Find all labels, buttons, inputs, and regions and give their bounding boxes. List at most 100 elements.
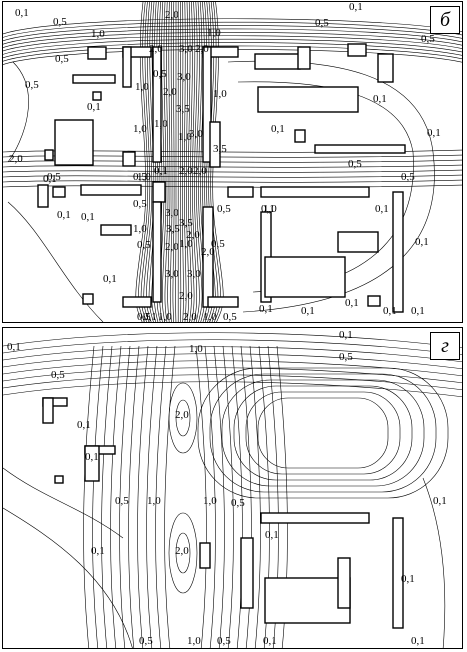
contour-line — [128, 345, 140, 648]
contour-value-label: 2,0 — [165, 9, 179, 21]
contour-value-label: 0,5 — [115, 495, 129, 507]
contour-value-label: 1,0 — [187, 635, 201, 647]
building-outline — [44, 149, 54, 161]
contour-loop — [175, 532, 191, 574]
contour-value-label: 3,0 — [189, 128, 203, 140]
contour-line — [101, 345, 113, 648]
contour-value-label: 1,0 — [137, 171, 151, 183]
contour-loop — [168, 512, 198, 594]
building-outline — [199, 542, 211, 569]
contour-value-label: 2,0 — [175, 409, 189, 421]
contour-line — [137, 345, 149, 648]
contour-value-label: 0,5 — [153, 68, 167, 80]
contour-value-label: 0,1 — [427, 127, 441, 139]
contour-line — [7, 61, 29, 163]
contour-value-label: 0,5 — [133, 171, 147, 183]
contour-line — [164, 2, 169, 322]
contour-value-label: 1,0 — [154, 118, 168, 130]
contour-loop — [221, 379, 425, 487]
contour-line — [3, 45, 462, 62]
building-outline — [80, 184, 142, 196]
contour-value-label: 0,1 — [265, 529, 279, 541]
contour-value-label: 0,1 — [373, 93, 387, 105]
contour-value-label: 0,5 — [139, 635, 153, 647]
contour-value-label: 0,1 — [43, 173, 57, 185]
contour-line — [3, 18, 462, 35]
contour-loop — [168, 382, 198, 454]
contour-line — [155, 345, 167, 648]
building-outline — [314, 144, 406, 154]
contour-line — [195, 345, 207, 648]
contour-value-label: 2,0 — [179, 165, 193, 177]
contour-value-label: 0,5 — [25, 79, 39, 91]
contour-value-label: 1,0 — [133, 223, 147, 235]
building-outline — [92, 91, 102, 101]
contour-value-label: 2,0 — [195, 43, 209, 55]
contour-line — [146, 345, 158, 648]
building-outline — [294, 129, 306, 143]
contour-value-label: 3,5 — [166, 223, 180, 235]
building-outline — [37, 184, 49, 208]
contour-line — [181, 2, 184, 322]
building-outline — [54, 475, 64, 484]
contour-line — [3, 38, 462, 55]
panel-letter-g: г — [430, 332, 460, 360]
contour-value-label: 0,1 — [433, 495, 447, 507]
contour-line — [196, 2, 203, 322]
building-outline — [392, 191, 404, 313]
contour-value-label: 0,1 — [415, 236, 429, 248]
contour-line — [213, 345, 225, 648]
building-outline — [297, 46, 311, 70]
contour-value-label: 0,1 — [301, 305, 315, 317]
contour-line — [179, 2, 182, 322]
contour-line — [164, 345, 176, 648]
building-outline — [202, 46, 212, 163]
contour-value-label: 0,1 — [85, 451, 99, 463]
contour-value-label: 0,1 — [81, 211, 95, 223]
contour-value-label: 0,1 — [261, 203, 275, 215]
contour-line — [3, 346, 462, 363]
contour-value-label: 1,0 — [158, 311, 172, 323]
building-outline — [152, 201, 162, 303]
contour-value-label: 0,1 — [339, 329, 353, 341]
contour-value-label: 0,1 — [375, 203, 389, 215]
building-outline — [152, 46, 162, 163]
contour-value-label: 0,1 — [383, 305, 397, 317]
building-outline — [260, 186, 370, 198]
contour-value-label: 0,1 — [345, 297, 359, 309]
contour-line — [3, 42, 462, 59]
building-outline — [152, 181, 166, 203]
contour-line — [227, 60, 435, 313]
contour-value-label: 2,0 — [201, 246, 215, 258]
contour-value-label: 3,0 — [165, 207, 179, 219]
contour-loop — [197, 367, 449, 499]
contour-line — [119, 345, 131, 648]
building-outline — [54, 119, 94, 166]
contour-line — [3, 32, 462, 48]
contour-value-label: 2,0 — [179, 290, 193, 302]
contour-value-label: 1,0 — [189, 343, 203, 355]
contour-line — [240, 345, 252, 648]
contour-line — [3, 353, 462, 370]
contour-value-label: 0,5 — [401, 171, 415, 183]
contour-value-label: 1,0 — [179, 238, 193, 250]
building-outline — [122, 151, 136, 167]
contour-value-label: 1,0 — [263, 203, 277, 215]
contour-value-label: 3,5 — [176, 103, 190, 115]
contour-value-label: 1,0 — [203, 495, 217, 507]
contour-value-label: 1,0 — [213, 88, 227, 100]
contour-line — [183, 2, 187, 322]
building-outline — [260, 512, 370, 524]
contour-value-label: 0,5 — [315, 17, 329, 29]
contour-line — [3, 332, 462, 349]
contour-loop — [233, 385, 413, 481]
contour-value-label: 0,1 — [259, 303, 273, 315]
contour-line — [92, 345, 104, 648]
contour-line — [192, 2, 198, 322]
contour-value-label: 3,0 — [187, 268, 201, 280]
building-outline — [209, 121, 221, 168]
contour-value-label: 1,0 — [135, 81, 149, 93]
contour-line — [204, 345, 216, 648]
contour-value-label: 0,1 — [15, 7, 29, 19]
contour-value-label: 3,5 — [213, 143, 227, 155]
